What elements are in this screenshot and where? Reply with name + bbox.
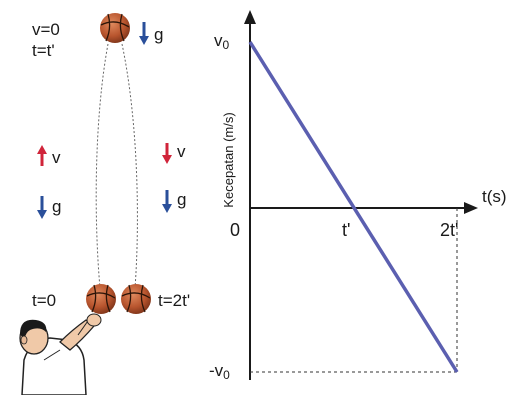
label-right-v: v xyxy=(177,142,186,161)
label-bottom-t0: t=0 xyxy=(32,291,56,310)
x-axis-label: t(s) xyxy=(482,187,507,206)
trajectory-panel: v=0 t=t' g v g v g xyxy=(20,13,190,395)
label-left-g: g xyxy=(52,197,61,216)
velocity-up-arrow-left xyxy=(37,145,47,166)
x-tick-2t: 2t' xyxy=(440,220,458,240)
label-bottom-t2: t=2t' xyxy=(158,291,190,310)
ascent-path xyxy=(96,44,108,288)
ball-bottom-left xyxy=(86,284,116,314)
gravity-arrow-left xyxy=(37,196,47,219)
label-left-v: v xyxy=(52,148,61,167)
gravity-arrow-top xyxy=(139,22,149,45)
label-top-t: t=t' xyxy=(32,41,55,60)
x-axis-arrow-icon xyxy=(464,202,478,214)
gravity-arrow-right xyxy=(162,190,172,213)
velocity-time-graph: Kecepatan (m/s) t(s) v0 0 -v0 t' 2t' xyxy=(209,10,507,382)
label-right-g: g xyxy=(177,190,186,209)
label-top-g: g xyxy=(154,25,163,44)
ball-bottom-right xyxy=(121,284,151,314)
label-top-v: v=0 xyxy=(32,20,60,39)
y-axis-label: Kecepatan (m/s) xyxy=(221,112,236,207)
y-tick-v0: v0 xyxy=(214,31,230,52)
y-tick-v0-sub: 0 xyxy=(223,38,230,52)
y-tick-neg-v0-sub: 0 xyxy=(223,368,230,382)
person-illustration xyxy=(20,314,101,395)
y-tick-zero: 0 xyxy=(230,220,240,240)
ball-top xyxy=(100,13,130,43)
descent-path xyxy=(122,44,137,288)
x-tick-t: t' xyxy=(342,220,350,240)
velocity-arrow-right xyxy=(162,143,172,164)
y-axis-arrow-icon xyxy=(244,10,256,24)
y-tick-neg-v0: -v0 xyxy=(209,361,230,382)
